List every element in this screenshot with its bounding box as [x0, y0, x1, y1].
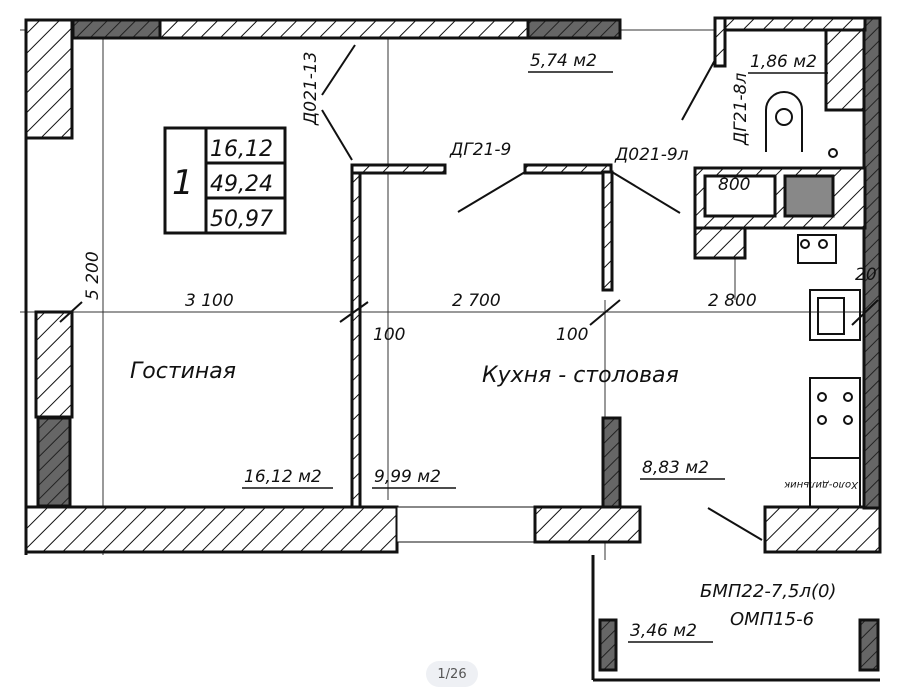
- living-area: 16,12: [210, 137, 273, 162]
- dim-100-a: 100: [373, 325, 405, 345]
- area-underlines: [242, 71, 828, 643]
- dim-800: 800: [718, 175, 750, 195]
- fixtures: [163, 91, 861, 508]
- door-swings: [59, 44, 879, 541]
- dim-20: 20: [855, 265, 877, 285]
- area-kitchen: 9,99 м2: [374, 467, 441, 487]
- door-label-d021-13: Д021-13: [301, 52, 321, 127]
- area-kitchen-2: 8,83 м2: [642, 458, 709, 478]
- fridge-icon: [809, 457, 861, 508]
- dim-2800: 2 800: [708, 291, 757, 311]
- door-label-d021-9l: Д021-9л: [614, 145, 689, 165]
- apartment-label: 1 16,12 49,24 50,97: [172, 137, 273, 232]
- walls: [24, 16, 882, 682]
- apartment-number: 1: [172, 163, 194, 203]
- area-living: 16,12 м2: [244, 467, 322, 487]
- dimension-labels: 5 200 3 100 2 700 2 800 100 100 800 20: [83, 175, 877, 345]
- toilet-icon: [765, 91, 803, 152]
- dim-5200: 5 200: [83, 251, 103, 300]
- door-label-dg21-8l: ДГ21-8л: [731, 73, 751, 146]
- dim-3100: 3 100: [185, 291, 234, 311]
- area-bathroom: 1,86 м2: [750, 52, 817, 72]
- room-name-kitchen: Кухня - столовая: [482, 363, 679, 388]
- balcony-unit-1: БМП22-7,5л(0): [700, 581, 836, 602]
- page-indicator: 1/26: [426, 661, 478, 687]
- sink-icon: [797, 234, 837, 264]
- balcony-unit-2: ОМП15-6: [730, 609, 814, 630]
- fridge-label: Холо-дильник: [784, 479, 859, 490]
- dim-100-b: 100: [556, 325, 588, 345]
- door-label-dg21-9: ДГ21-9: [449, 140, 511, 160]
- dim-2700: 2 700: [452, 291, 501, 311]
- total-area: 49,24: [210, 172, 273, 197]
- area-balcony: 3,46 м2: [630, 621, 697, 641]
- room-name-living: Гостиная: [130, 359, 236, 384]
- total-area-balcony: 50,97: [210, 207, 273, 232]
- area-hall: 5,74 м2: [530, 51, 597, 71]
- room-areas: 16,12 м2 9,99 м2 8,83 м2 5,74 м2 1,86 м2…: [244, 51, 817, 641]
- dimension-lines: [20, 20, 880, 560]
